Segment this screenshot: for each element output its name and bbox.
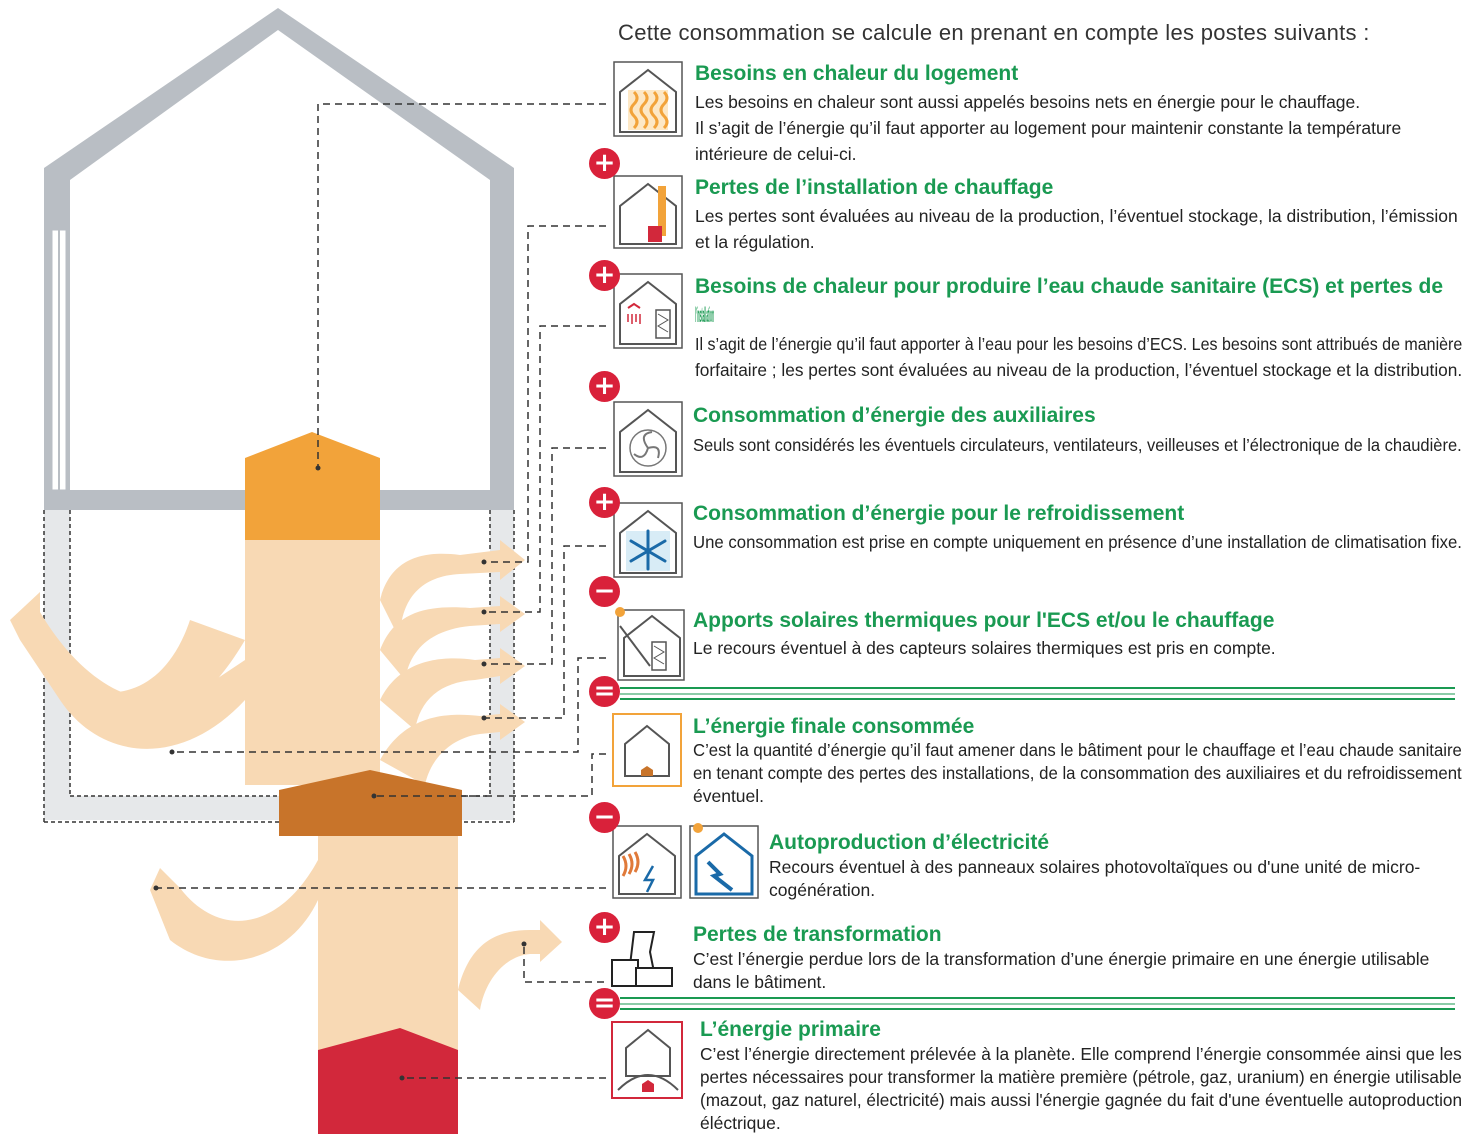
snowflake-icon	[613, 502, 683, 578]
item-desc: Le recours éventuel à des capteurs solai…	[693, 638, 1276, 658]
item-desc: Il s’agit de l’énergie qu’il faut apport…	[695, 334, 1463, 380]
plus-operator: +	[589, 912, 620, 943]
plus-operator: +	[589, 260, 620, 291]
connector-lines	[156, 103, 606, 1079]
connector-dots	[153, 465, 527, 1081]
item-title: Consommation d’énergie des auxiliaires	[693, 404, 1096, 427]
plus-operator: +	[589, 148, 620, 179]
primary-energy-icon	[611, 1021, 683, 1099]
item-title: Besoins de chaleur pour produire l’eau c…	[695, 275, 1444, 327]
item-desc: C’est l’énergie directement prélevée à l…	[700, 1044, 1463, 1133]
power-plant-icon	[611, 931, 673, 987]
item-title: Autoproduction d’électricité	[769, 831, 1050, 854]
item-desc: C’est la quantité d’énergie qu’il faut a…	[693, 740, 1462, 806]
item-title: Pertes de l’installation de chauffage	[695, 176, 1054, 199]
item-desc: Les besoins en chaleur sont aussi appelé…	[695, 92, 1402, 164]
item-desc: C’est l’énergie perdue lors de la transf…	[693, 949, 1430, 992]
item-desc: Une consommation est prise en compte uni…	[693, 532, 1462, 552]
photovoltaic-icon	[612, 825, 695, 899]
item-title: Pertes de transformation	[693, 923, 942, 946]
item-desc: Les pertes sont évaluées au niveau de la…	[695, 206, 1458, 252]
minus-operator: −	[589, 802, 620, 833]
heat-icon	[613, 61, 683, 137]
electricity-icon	[689, 823, 759, 899]
final-energy-icon	[612, 713, 682, 787]
heating-installation-icon	[613, 175, 683, 249]
fan-icon	[613, 401, 683, 477]
item-title: Besoins en chaleur du logement	[695, 62, 1019, 85]
equals-operator: =	[589, 988, 620, 1019]
equals-operator: =	[589, 676, 620, 707]
item-title: L’énergie finale consommée	[693, 715, 975, 738]
minus-operator: −	[589, 576, 620, 607]
solar-thermal-icon	[615, 607, 685, 681]
plus-operator: +	[589, 371, 620, 402]
total-separators	[620, 687, 1455, 1010]
energy-flow	[10, 432, 562, 1134]
item-desc: Seuls sont considérés les éventuels circ…	[693, 435, 1462, 455]
plus-operator: +	[589, 487, 620, 518]
item-title: L’énergie primaire	[700, 1018, 881, 1041]
intro-text: Cette consommation se calcule en prenant…	[618, 20, 1370, 45]
item-title: Consommation d’énergie pour le refroidis…	[693, 502, 1185, 525]
item-desc: Recours éventuel à des panneaux solaires…	[769, 857, 1421, 900]
hot-water-icon	[613, 273, 683, 349]
item-title: Apports solaires thermiques pour l'ECS e…	[693, 609, 1275, 632]
